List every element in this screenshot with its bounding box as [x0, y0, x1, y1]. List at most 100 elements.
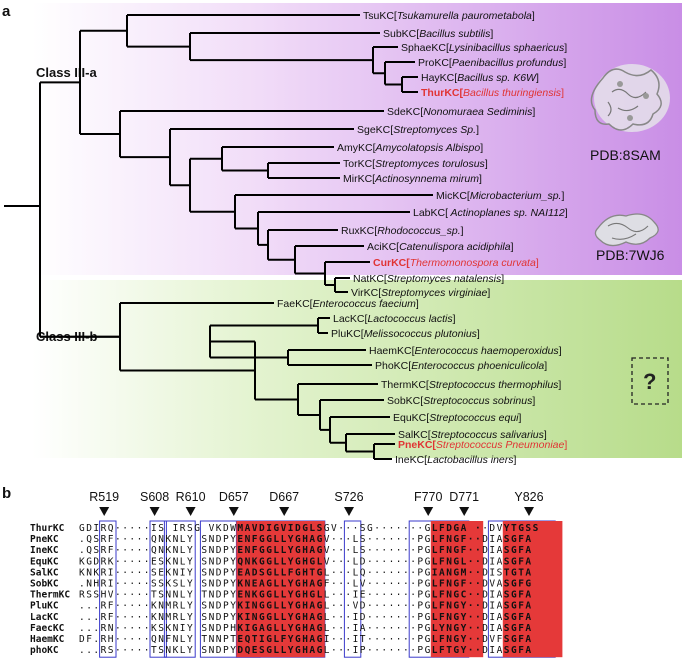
residue: N: [209, 545, 215, 556]
residue: ·: [396, 612, 402, 623]
residue: L: [432, 556, 438, 567]
position-label: R610: [176, 490, 206, 504]
leaf-abbr: ThurKC[: [421, 87, 463, 99]
residue: N: [446, 590, 452, 601]
leaf-abbr: EquKC[: [393, 412, 429, 424]
position-label: S726: [334, 490, 363, 504]
residue: ·: [122, 601, 128, 612]
residue: I: [489, 590, 495, 601]
residue: P: [223, 545, 229, 556]
residue: Q: [245, 634, 251, 645]
residue: ·: [137, 523, 143, 534]
residue: F: [165, 634, 171, 645]
residue: ·: [410, 534, 416, 545]
residue: L: [273, 612, 279, 623]
residue: I: [489, 645, 495, 656]
residue: D: [360, 612, 366, 623]
position-label: D771: [449, 490, 479, 504]
residue: N: [173, 556, 179, 567]
leaf-abbr: VirKC[: [351, 287, 381, 299]
residue: ·: [345, 534, 351, 545]
residue: S: [497, 567, 503, 578]
residue: ·: [475, 545, 481, 556]
position-label: S608: [140, 490, 169, 504]
residue: ·: [396, 567, 402, 578]
residue: G: [453, 590, 459, 601]
residue: N: [209, 534, 215, 545]
residue: ·: [137, 590, 143, 601]
residue: N: [209, 567, 215, 578]
residue: L: [281, 601, 287, 612]
residue: A: [497, 556, 503, 567]
residue: L: [432, 623, 438, 634]
residue: I: [489, 534, 495, 545]
residue: Q: [237, 556, 243, 567]
residue: P: [223, 645, 229, 656]
residue: G: [259, 590, 265, 601]
residue: Y: [187, 545, 193, 556]
residue: Q: [360, 567, 366, 578]
residue: H: [302, 645, 308, 656]
residue: .: [93, 612, 99, 623]
residue: G: [511, 645, 517, 656]
residue: .: [79, 623, 85, 634]
residue: L: [353, 579, 359, 590]
leaf-abbr: LabKC[: [413, 207, 448, 219]
residue: D: [216, 534, 222, 545]
residue: G: [425, 601, 431, 612]
residue: N: [446, 601, 452, 612]
residue: K: [252, 590, 258, 601]
residue: D: [482, 567, 488, 578]
residue: ·: [144, 523, 150, 534]
residue: G: [295, 612, 301, 623]
residue: ·: [338, 579, 344, 590]
residue: D: [482, 645, 488, 656]
residue: N: [173, 534, 179, 545]
residue: L: [281, 567, 287, 578]
residue: A: [245, 523, 251, 534]
leaf-species: Actinoplanes sp. NAI112: [448, 207, 565, 219]
residue: R: [101, 579, 107, 590]
residue: ·: [475, 623, 481, 634]
leaf-abbr: SalKC[: [398, 429, 431, 441]
residue: ·: [389, 545, 395, 556]
residue: L: [273, 590, 279, 601]
residue: R: [173, 612, 179, 623]
position-arrow: [423, 507, 434, 516]
residue: G: [511, 556, 517, 567]
residue: Q: [86, 534, 92, 545]
residue: ·: [396, 579, 402, 590]
residue: G: [425, 567, 431, 578]
residue: D: [216, 545, 222, 556]
position-arrow: [228, 507, 239, 516]
residue: ·: [331, 545, 337, 556]
residue: T: [230, 634, 236, 645]
residue: L: [273, 645, 279, 656]
residue: G: [317, 545, 323, 556]
residue: F: [461, 545, 467, 556]
residue: G: [511, 534, 517, 545]
residue: G: [317, 567, 323, 578]
leaf-abbr: SobKC[: [387, 395, 423, 407]
residue: N: [245, 534, 251, 545]
leaf-labels: TsuKC[Tsukamurella paurometabola]SubKC[B…: [277, 10, 568, 466]
residue: ·: [122, 634, 128, 645]
residue: G: [295, 645, 301, 656]
residue: ·: [381, 523, 387, 534]
residue: H: [302, 545, 308, 556]
residue: ·: [115, 523, 121, 534]
residue: S: [504, 623, 510, 634]
residue: D: [216, 556, 222, 567]
residue: Y: [230, 601, 236, 612]
residue: ·: [137, 534, 143, 545]
leaf-species: Bacillus subtilis: [419, 28, 491, 40]
residue: S: [317, 523, 323, 534]
leaf-abbr: AmyKC[: [337, 142, 376, 154]
residue: ·: [374, 590, 380, 601]
leaf-abbr: PneKC[: [398, 439, 436, 451]
residue: T: [518, 567, 524, 578]
residue: ·: [396, 623, 402, 634]
residue: I: [180, 623, 186, 634]
residue: K: [165, 534, 171, 545]
residue: L: [353, 556, 359, 567]
